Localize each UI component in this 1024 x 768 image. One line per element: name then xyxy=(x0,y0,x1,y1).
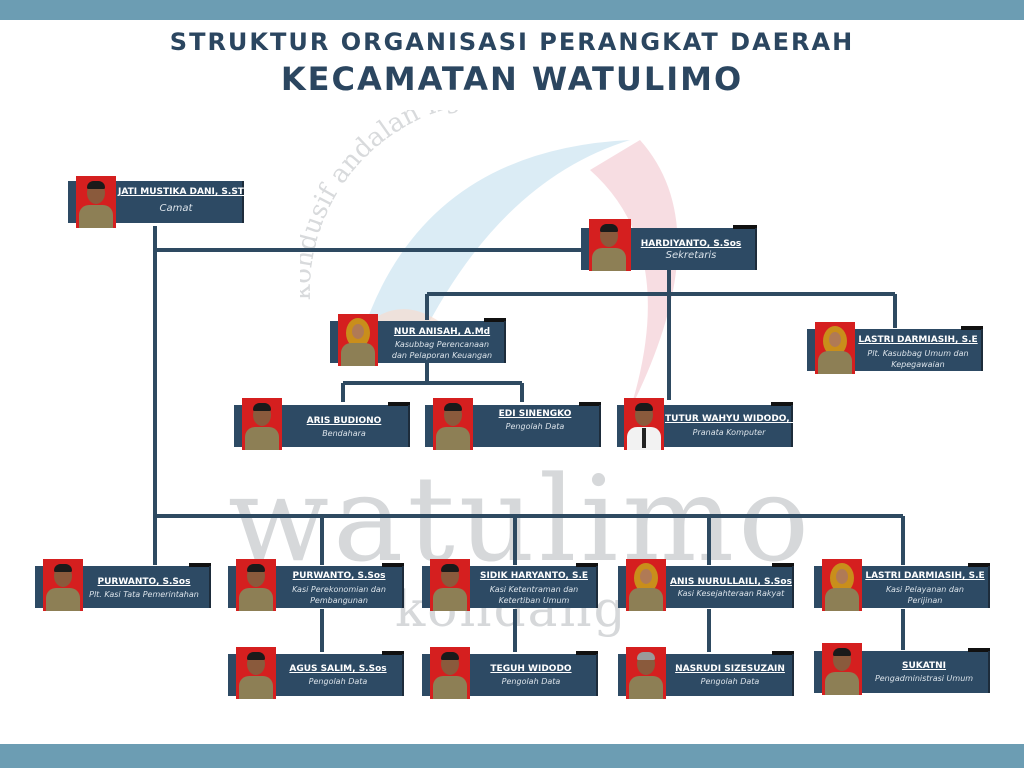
photo-agus xyxy=(236,647,276,699)
role-kasi-ketentraman-2: Ketertiban Umum xyxy=(498,596,570,605)
role-pranata: Pranata Komputer xyxy=(692,428,766,437)
role-kasi-pemerintahan: Plt. Kasi Tata Pemerintahan xyxy=(89,590,199,599)
page-title: STRUKTUR ORGANISASI PERANGKAT DAERAH xyxy=(169,28,855,56)
photo-teguh xyxy=(430,647,470,699)
name-nasrudi: NASRUDI SIZESUZAIN xyxy=(675,664,785,674)
role-sekretaris: Sekretaris xyxy=(665,250,717,261)
name-teguh: TEGUH WIDODO xyxy=(490,664,572,674)
photo-bendahara xyxy=(242,398,282,450)
photo-kasi-pelayanan xyxy=(822,559,862,611)
role-teguh: Pengolah Data xyxy=(501,677,561,686)
name-pranata: TUTUR WAHYU WIDODO, A.Md xyxy=(665,414,819,424)
name-kasi-pemerintahan: PURWANTO, S.Sos xyxy=(97,577,191,587)
photo-nasrudi xyxy=(626,647,666,699)
role-bendahara: Bendahara xyxy=(322,429,366,438)
role-nasrudi: Pengolah Data xyxy=(700,677,760,686)
watermark-text: watulimo xyxy=(228,450,814,588)
role-perencanaan-2: dan Pelaporan Keuangan xyxy=(391,351,493,360)
name-agus: AGUS SALIM, S.Sos xyxy=(289,664,387,674)
role-agus: Pengolah Data xyxy=(308,677,368,686)
name-kasi-pelayanan: LASTRI DARMIASIH, S.E xyxy=(865,571,985,581)
name-bendahara: ARIS BUDIONO xyxy=(306,416,382,426)
photo-perencanaan xyxy=(338,314,378,366)
photo-kasi-perekonomian xyxy=(236,559,276,611)
role-perencanaan-1: Kasubbag Perencanaan xyxy=(394,340,490,349)
role-umum-2: Kepegawaian xyxy=(891,360,945,369)
photo-sekretaris xyxy=(589,219,631,271)
name-kasi-kesejahteraan: ANIS NURULLAILI, S.Sos xyxy=(670,577,792,587)
name-kasi-perekonomian: PURWANTO, S.Sos xyxy=(292,571,386,581)
photo-kasi-pemerintahan xyxy=(43,559,83,611)
role-kasi-pelayanan-1: Kasi Pelayanan dan xyxy=(886,585,964,594)
name-perencanaan: NUR ANISAH, A.Md xyxy=(393,327,491,337)
name-camat: JATI MUSTIKA DANI, S.STP xyxy=(118,187,251,197)
photo-pranata xyxy=(624,398,664,450)
name-umum: LASTRI DARMIASIH, S.E xyxy=(858,335,978,345)
photo-edi xyxy=(433,398,473,450)
role-sukatni: Pengadministrasi Umum xyxy=(874,674,974,683)
name-kasi-ketentraman: SIDIK HARYANTO, S.E xyxy=(479,571,589,581)
role-kasi-ketentraman-1: Kasi Ketentraman dan xyxy=(489,585,579,594)
top-band xyxy=(0,0,1024,20)
photo-umum xyxy=(815,322,855,374)
photo-kasi-ketentraman xyxy=(430,559,470,611)
photo-kasi-kesejahteraan xyxy=(626,559,666,611)
role-kasi-perekonomian-2: Pembangunan xyxy=(310,596,368,605)
role-edi: Pengolah Data xyxy=(505,422,565,431)
photo-camat xyxy=(76,176,116,228)
role-kasi-pelayanan-2: Perijinan xyxy=(907,596,943,605)
name-sukatni: SUKATNI xyxy=(901,661,947,671)
role-camat: Camat xyxy=(159,203,193,214)
bottom-band xyxy=(0,744,1024,768)
name-edi: EDI SINENGKO xyxy=(498,409,572,419)
role-umum-1: Plt. Kasubbag Umum dan xyxy=(867,349,969,358)
page-subtitle: KECAMATAN WATULIMO xyxy=(280,60,744,98)
photo-sukatni xyxy=(822,643,862,695)
role-kasi-perekonomian-1: Kasi Perekonomian dan xyxy=(292,585,386,594)
name-sekretaris: HARDIYANTO, S.Sos xyxy=(640,239,742,249)
role-kasi-kesejahteraan: Kasi Kesejahteraan Rakyat xyxy=(677,589,785,598)
